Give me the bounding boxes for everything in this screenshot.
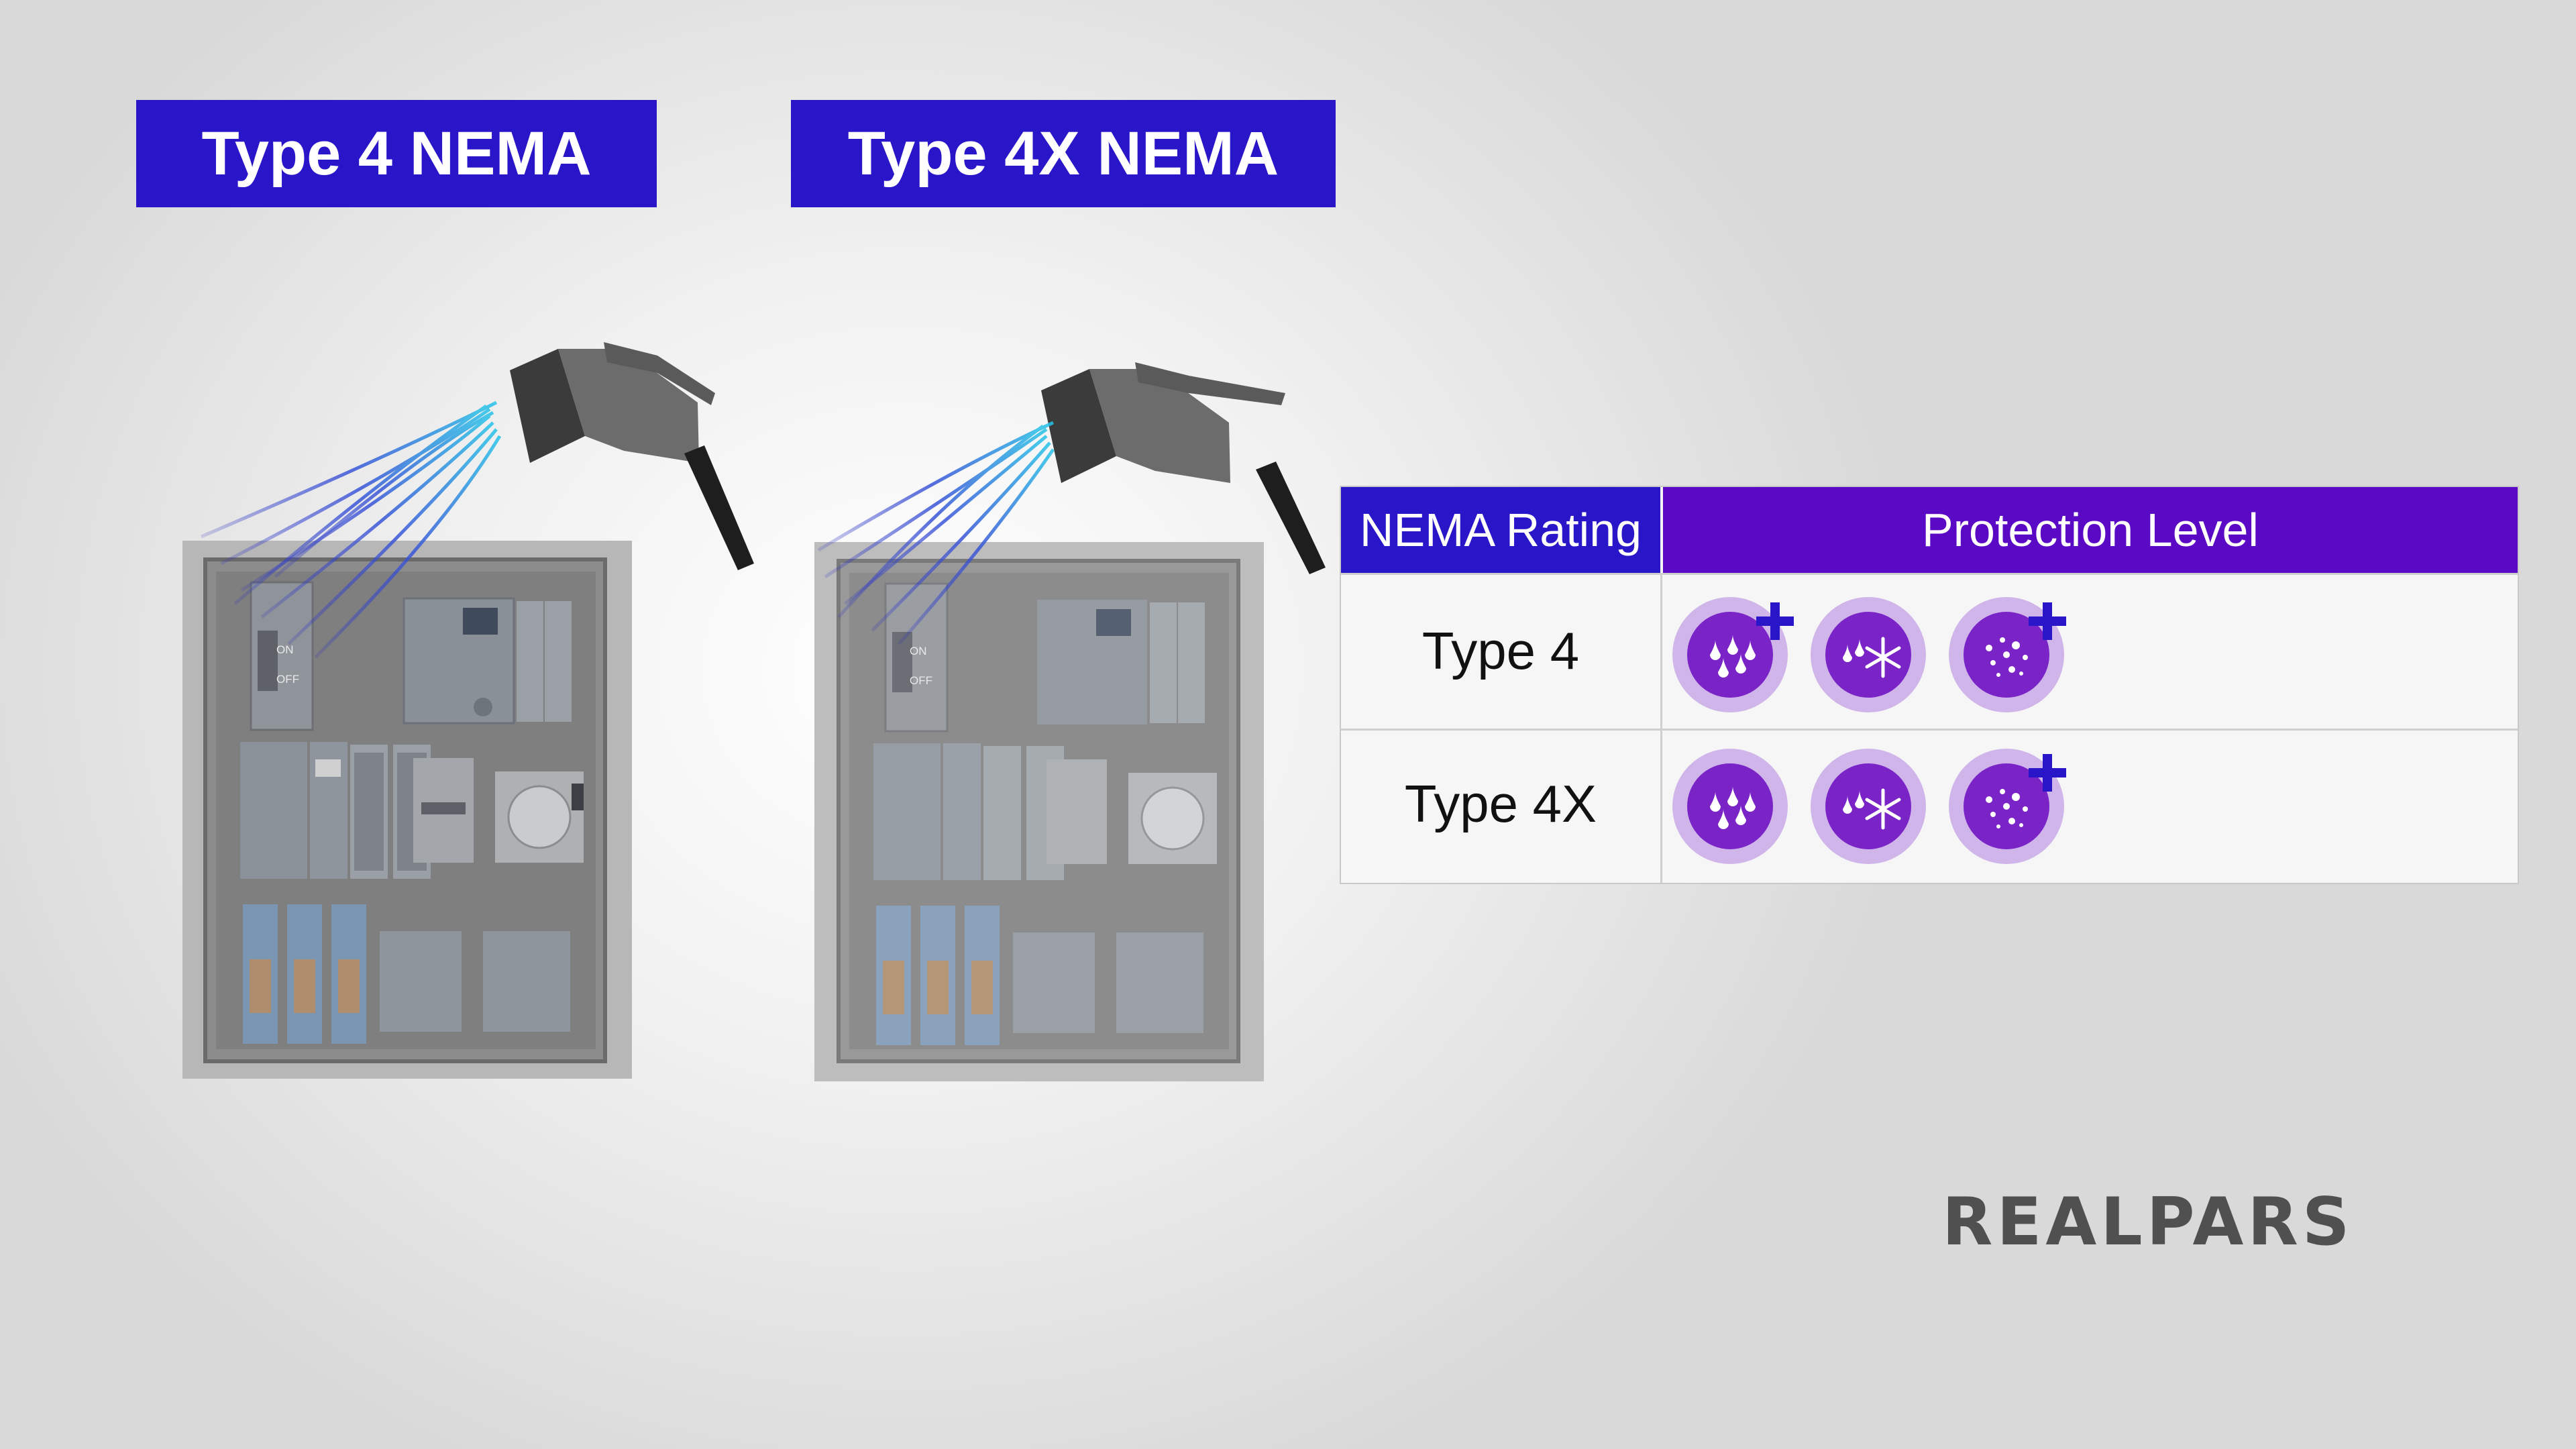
realpars-logo-text: REALPARS <box>1942 1184 2354 1260</box>
breaker-right-off-label: OFF <box>910 674 932 687</box>
row-type4-label: Type 4 <box>1341 577 1660 724</box>
timer-module <box>495 771 584 863</box>
header-nema-rating: NEMA Rating <box>1341 487 1660 573</box>
header-nema-rating-text: NEMA Rating <box>1359 504 1642 556</box>
plus-icon <box>2029 754 2066 792</box>
relay-row-right <box>876 906 1203 1045</box>
title-type4x-nema: Type 4X NEMA <box>791 100 1336 207</box>
row-type4x-label: Type 4X <box>1341 730 1660 877</box>
plus-icon <box>2029 602 2066 640</box>
plus-icon <box>1756 602 1794 640</box>
title-type4-nema: Type 4 NEMA <box>136 100 657 207</box>
enclosure-type4x: ON OFF <box>814 362 1326 1081</box>
nema-protection-table: NEMA Rating Protection Level Type 4 Type… <box>1340 486 2519 884</box>
row-divider <box>1341 573 2518 575</box>
realpars-logo: REALPARS <box>1942 1184 2353 1260</box>
relay-row <box>243 904 570 1044</box>
enclosure-type4: ON OFF <box>182 342 754 1079</box>
dust-particles-icon <box>1949 597 2066 712</box>
title-type4-text: Type 4 NEMA <box>201 119 592 188</box>
row-divider <box>1341 729 2518 731</box>
header-protection-level: Protection Level <box>1663 487 2518 573</box>
plc-cpu-module-right <box>1037 600 1205 724</box>
water-spray-left <box>201 400 502 659</box>
breaker-off-label: OFF <box>276 673 299 686</box>
row-type4-text: Type 4 <box>1421 621 1580 680</box>
io-modules-row <box>240 742 431 879</box>
ice-snowflake-icon <box>1811 597 1926 712</box>
power-relay-module <box>413 758 474 863</box>
ice-snowflake-icon <box>1811 749 1926 864</box>
io-modules-row-right <box>873 743 1217 880</box>
row-type4x-text: Type 4X <box>1404 773 1597 833</box>
title-type4x-text: Type 4X NEMA <box>847 119 1279 188</box>
plc-cpu-module <box>402 597 572 724</box>
hose-nozzle-left <box>510 342 754 570</box>
rain-drops-icon <box>1672 749 1788 864</box>
breaker-on-label: ON <box>276 643 294 656</box>
breaker-right-on-label: ON <box>910 645 927 657</box>
hose-nozzle-right <box>1041 362 1326 574</box>
column-divider <box>1660 573 1662 883</box>
rain-drops-icon <box>1672 597 1794 712</box>
circuit-breaker: ON OFF <box>250 581 314 731</box>
water-spray-right <box>817 421 1055 645</box>
header-protection-level-text: Protection Level <box>1922 504 2259 556</box>
dust-particles-icon <box>1949 749 2066 864</box>
